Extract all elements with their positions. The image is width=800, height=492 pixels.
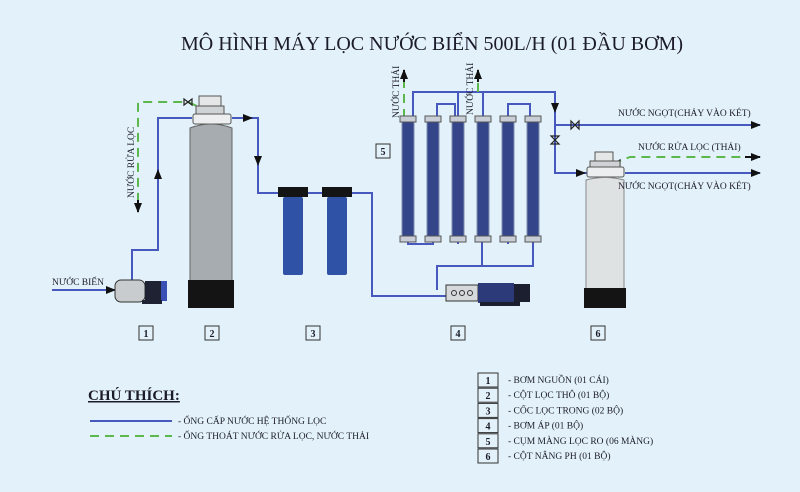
component-number-box: [477, 372, 499, 388]
component-number-box: [477, 418, 499, 434]
component-number: 2: [486, 391, 491, 402]
component-number: 5: [486, 437, 491, 448]
ro-membrane-vessel: [426, 119, 440, 241]
tag-3: 3: [311, 329, 316, 340]
high-pressure-pump: [445, 283, 530, 306]
cartridge-filters: [278, 187, 352, 275]
ro-membrane-vessel: [501, 119, 515, 241]
component-number-box: [477, 387, 499, 403]
backwash-label: NƯỚC RỬA LỌC: [125, 127, 137, 198]
ro-membrane-vessel: [476, 119, 490, 241]
membrane-end-cap: [449, 235, 467, 243]
membrane-end-cap: [449, 115, 467, 123]
membrane-end-cap: [424, 115, 442, 123]
tag-4: 4: [456, 329, 461, 340]
fresh-water-out-label-2: NƯỚC NGỌT(CHẢY VÀO KÉT): [618, 180, 751, 192]
diagram-title: MÔ HÌNH MÁY LỌC NƯỚC BIỂN 500L/H (01 ĐẦU…: [181, 31, 683, 55]
membrane-end-cap: [399, 235, 417, 243]
ph-raise-column: [584, 151, 626, 308]
membrane-end-cap: [399, 115, 417, 123]
waste-label-2: NƯỚC THẢI: [464, 63, 476, 115]
ro-membrane-vessel: [451, 119, 465, 241]
coarse-filter-column: [188, 95, 234, 308]
component-label: - CỤM MÀNG LỌC RO (06 MÀNG): [508, 435, 653, 447]
component-label: - BƠM NGUỒN (01 CÁI): [508, 373, 609, 386]
waste-label-1: NƯỚC THẢI: [390, 66, 402, 118]
component-number-box: [477, 402, 499, 418]
ro-membrane-vessel: [401, 119, 415, 241]
legend-supply-line: - ỐNG CẤP NƯỚC HỆ THỐNG LỌC: [178, 414, 326, 427]
fresh-water-out-label-1: NƯỚC NGỌT(CHẢY VÀO KÉT): [618, 107, 751, 119]
component-number: 6: [486, 452, 491, 463]
component-number: 3: [486, 406, 491, 417]
membrane-end-cap: [424, 235, 442, 243]
membrane-end-cap: [474, 235, 492, 243]
tag-2: 2: [210, 329, 215, 340]
membrane-end-cap: [524, 235, 542, 243]
component-list: 1 - BƠM NGUỒN (01 CÁI) 2 - CỘT LỌC THÔ (01 …: [477, 372, 653, 464]
source-pump: [114, 279, 167, 304]
component-number-tags: 1 2 3 4 5 6: [138, 143, 606, 341]
tag-5: 5: [381, 147, 386, 158]
tag-1: 1: [144, 329, 149, 340]
component-number-box: [477, 448, 499, 464]
component-number: 4: [486, 422, 491, 433]
component-label: - CỘT NÂNG PH (01 BỘ): [508, 450, 610, 462]
tag-6: 6: [596, 329, 601, 340]
ro-membrane-vessel: [526, 119, 540, 241]
legend-heading: CHÚ THÍCH:: [88, 387, 180, 404]
legend-drain-line: - ỐNG THOÁT NƯỚC RỬA LỌC, NƯỚC THẢI: [178, 429, 369, 442]
component-label: - CỐC LỌC TRONG (02 BỘ): [508, 403, 623, 416]
component-label: - CỘT LỌC THÔ (01 BỘ): [508, 389, 609, 401]
legend: CHÚ THÍCH: - ỐNG CẤP NƯỚC HỆ THỐNG LỌC -…: [88, 387, 369, 442]
component-number: 1: [486, 376, 491, 387]
backwash-waste-label: NƯỚC RỬA LỌC (THẢI): [638, 141, 741, 153]
membrane-end-cap: [499, 115, 517, 123]
component-label: - BƠM ÁP (01 BỘ): [508, 420, 583, 432]
seawater-in-label: NƯỚC BIỂN: [52, 275, 104, 288]
membrane-end-cap: [499, 235, 517, 243]
membrane-end-cap: [474, 115, 492, 123]
membrane-end-cap: [524, 115, 542, 123]
component-number-box: [477, 433, 499, 449]
ro-membranes: [399, 115, 542, 243]
